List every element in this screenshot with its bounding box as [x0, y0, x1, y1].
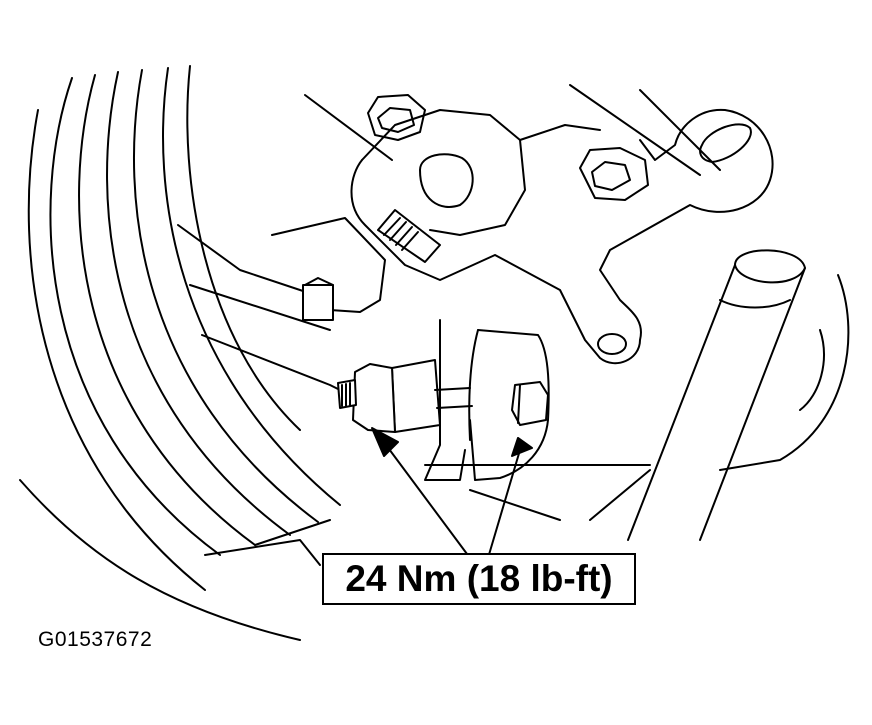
link-bracket	[425, 320, 549, 480]
strut-rod	[628, 250, 805, 540]
tire-arcs	[20, 66, 340, 640]
knuckle-bracket	[351, 95, 772, 363]
torque-spec-callout: 24 Nm (18 lb-ft)	[322, 553, 636, 605]
leader-arrows	[372, 428, 532, 558]
sensor-bolt-assembly	[338, 360, 548, 432]
lower-plate	[272, 218, 385, 320]
torque-spec-text: 24 Nm (18 lb-ft)	[345, 558, 613, 599]
figure-id-label: G01537672	[38, 628, 153, 651]
